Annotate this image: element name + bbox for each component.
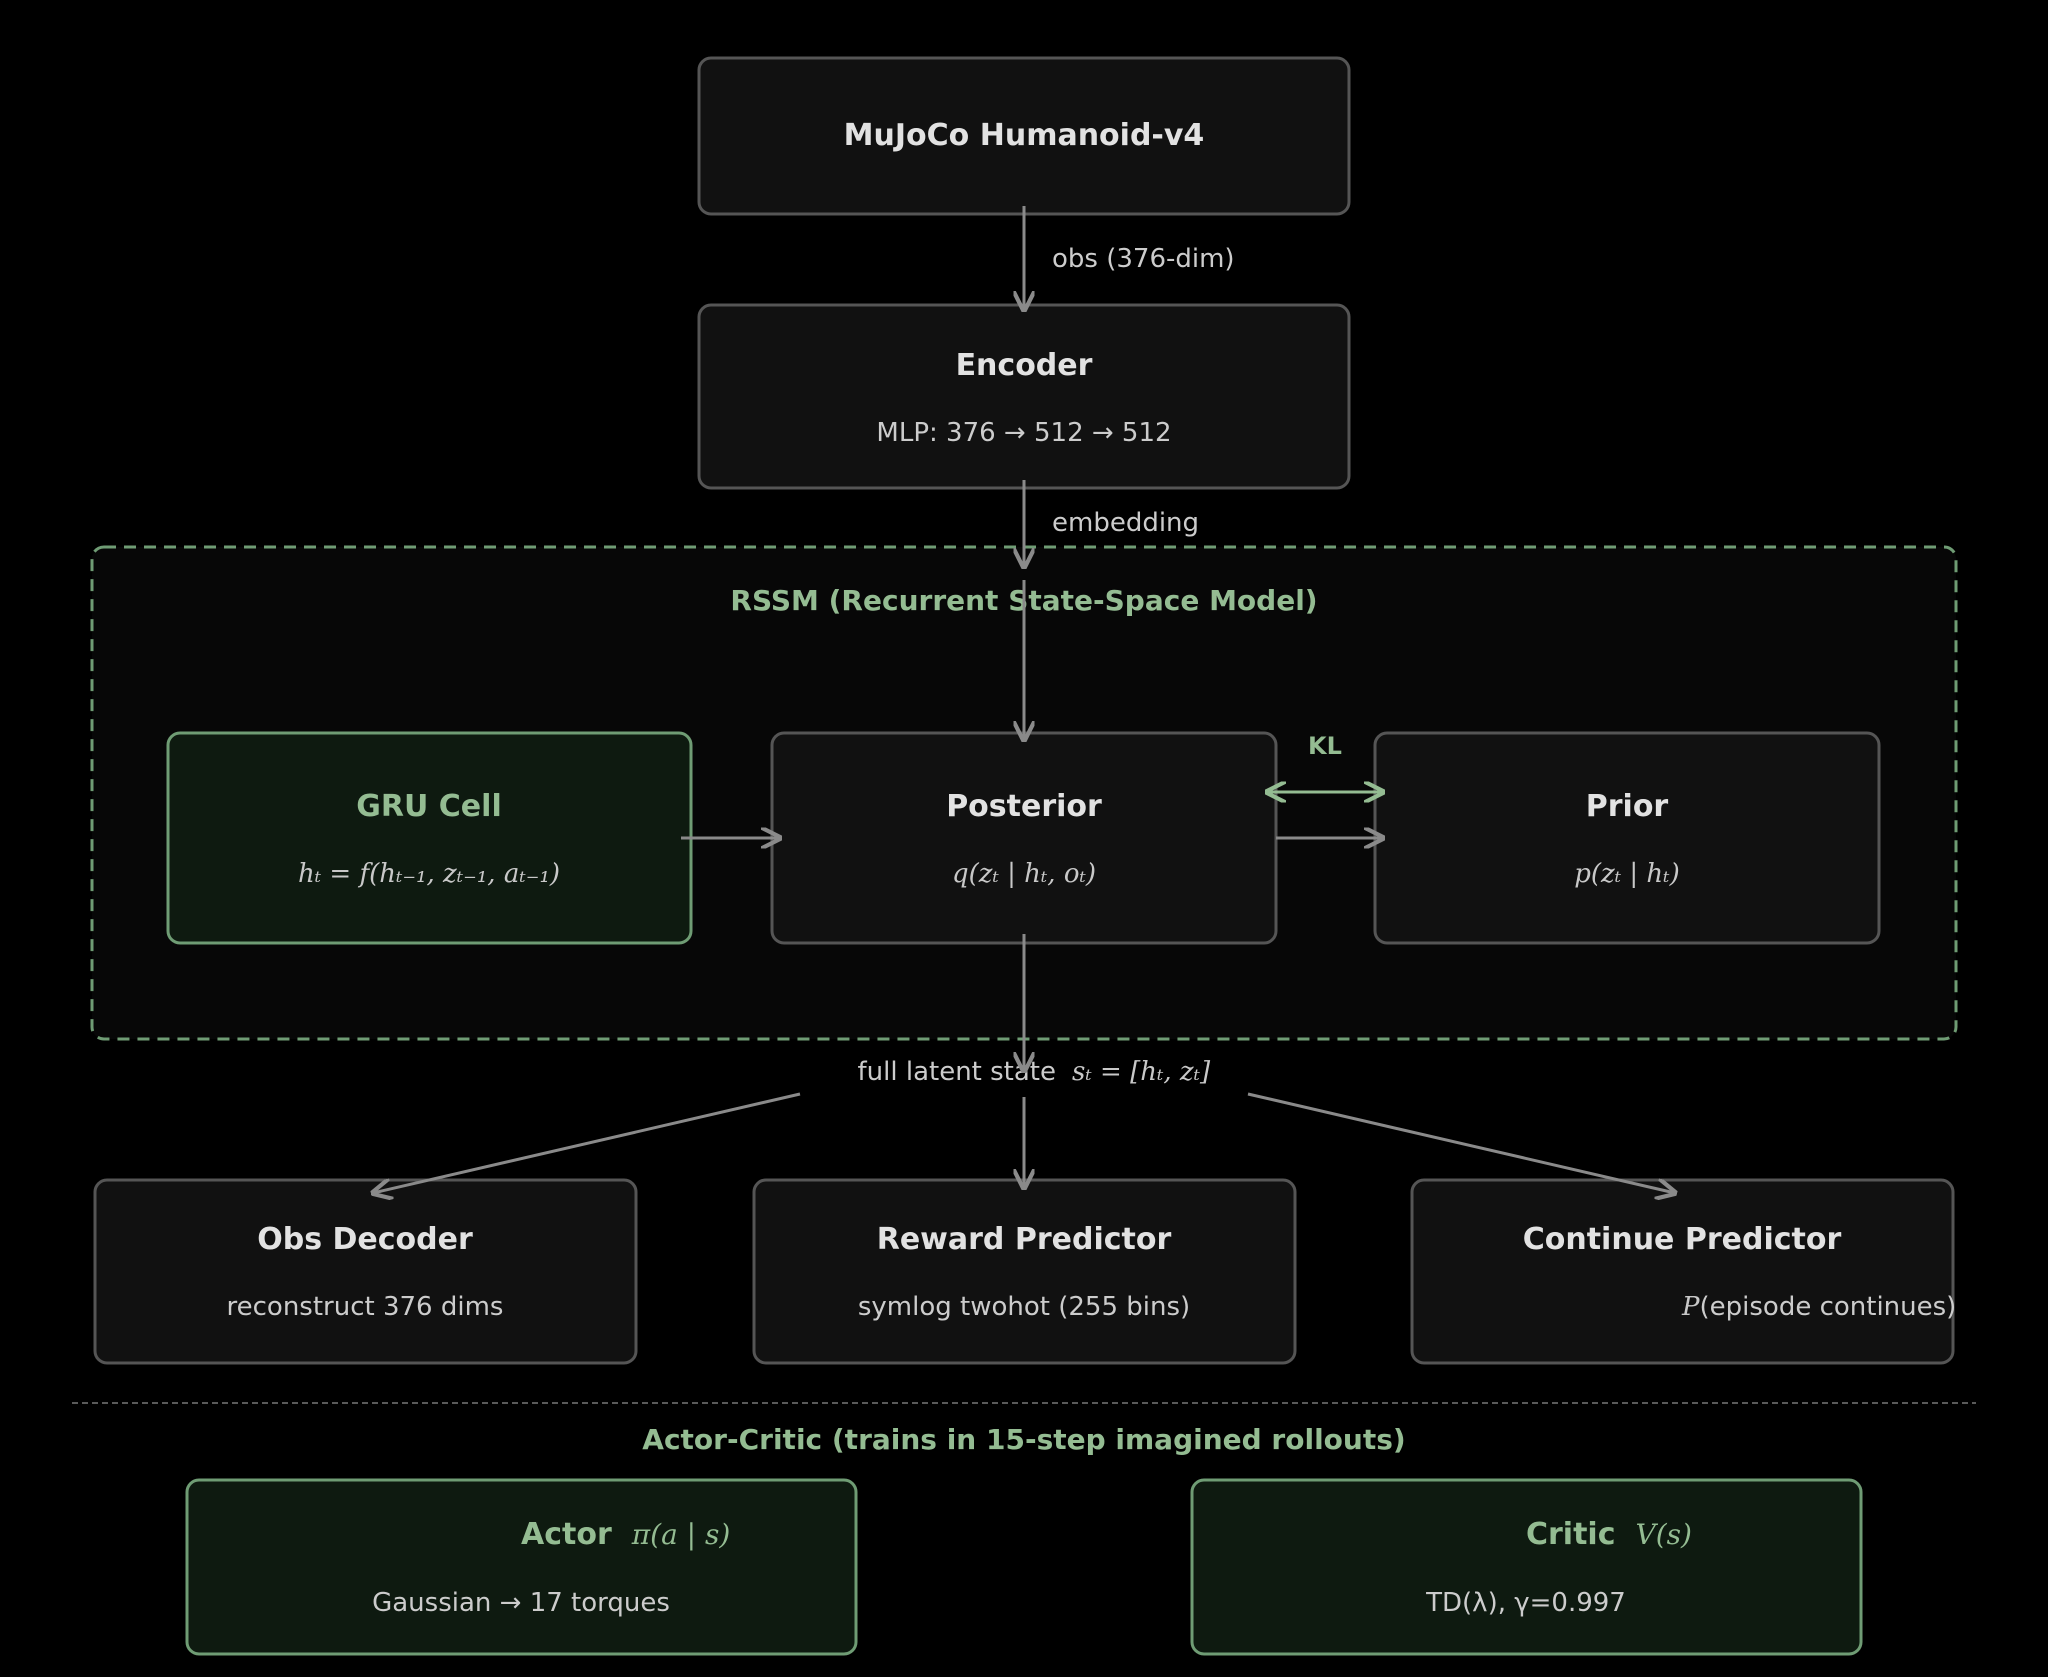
encoder-node: Encoder MLP: 376 → 512 → 512: [697, 303, 1351, 490]
embedding-edge-label: embedding: [1052, 508, 1199, 538]
gru-title: GRU Cell: [356, 789, 501, 824]
posterior-node: Posterior q(zₜ | hₜ, oₜ): [770, 731, 1278, 945]
arrow-latent-to-obs-decoder: [373, 1092, 801, 1193]
continue-predictor-text: (episode continues): [1700, 1292, 1957, 1322]
encoder-detail: MLP: 376 → 512 → 512: [876, 418, 1171, 448]
critic-node: Critic V(s) TD(λ), γ=0.997: [1190, 1478, 1863, 1656]
reward-predictor-detail: symlog twohot (255 bins): [858, 1292, 1190, 1322]
continue-predictor-title: Continue Predictor: [1523, 1222, 1842, 1257]
reward-predictor-node: Reward Predictor symlog twohot (255 bins…: [752, 1178, 1297, 1365]
gru-node: GRU Cell hₜ = f(hₜ₋₁, zₜ₋₁, aₜ₋₁): [166, 731, 693, 945]
obs-decoder-node: Obs Decoder reconstruct 376 dims: [93, 1178, 638, 1365]
reward-predictor-title: Reward Predictor: [877, 1222, 1172, 1257]
obs-decoder-detail: reconstruct 376 dims: [227, 1292, 504, 1322]
prior-box: [1373, 731, 1881, 945]
actor-heading: Actor π(a | s): [521, 1517, 730, 1552]
gru-box: [166, 731, 693, 945]
posterior-box: [770, 731, 1278, 945]
prior-formula: p(zₜ | hₜ): [1574, 859, 1680, 889]
encoder-title: Encoder: [956, 348, 1093, 383]
continue-predictor-symbol: P: [1681, 1292, 1700, 1322]
actor-title: Actor: [521, 1517, 612, 1552]
actor-critic-title: Actor-Critic (trains in 15-step imagined…: [642, 1423, 1405, 1456]
obs-decoder-box: [93, 1178, 638, 1365]
env-title: MuJoCo Humanoid-v4: [844, 118, 1205, 153]
obs-edge-label: obs (376-dim): [1052, 244, 1235, 274]
prior-node: Prior p(zₜ | hₜ): [1373, 731, 1881, 945]
arrow-latent-to-continue: [1247, 1092, 1675, 1193]
env-node: MuJoCo Humanoid-v4: [697, 56, 1351, 216]
continue-predictor-detail: P(episode continues): [1681, 1292, 1956, 1322]
actor-detail: Gaussian → 17 torques: [372, 1588, 670, 1618]
gru-formula: hₜ = f(hₜ₋₁, zₜ₋₁, aₜ₋₁): [298, 859, 560, 889]
actor-box: [185, 1478, 858, 1656]
posterior-formula: q(zₜ | hₜ, oₜ): [952, 859, 1096, 889]
continue-predictor-box: [1410, 1178, 1955, 1365]
critic-heading: Critic V(s): [1526, 1517, 1692, 1552]
posterior-title: Posterior: [946, 789, 1102, 824]
latent-state-label: full latent state sₜ = [hₜ, zₜ]: [858, 1057, 1212, 1087]
prior-title: Prior: [1586, 789, 1669, 824]
reward-predictor-box: [752, 1178, 1297, 1365]
critic-box: [1190, 1478, 1863, 1656]
continue-predictor-node: Continue Predictor P(episode continues): [1410, 1178, 1956, 1365]
critic-detail: TD(λ), γ=0.997: [1425, 1588, 1626, 1618]
obs-decoder-title: Obs Decoder: [257, 1222, 473, 1257]
kl-label: KL: [1308, 732, 1342, 760]
critic-formula: V(s): [1636, 1518, 1692, 1551]
actor-formula: π(a | s): [631, 1518, 731, 1551]
actor-node: Actor π(a | s) Gaussian → 17 torques: [185, 1478, 858, 1656]
latent-label: full latent state: [858, 1057, 1057, 1087]
encoder-box: [697, 303, 1351, 490]
latent-formula: sₜ = [hₜ, zₜ]: [1072, 1057, 1211, 1087]
critic-title: Critic: [1526, 1517, 1616, 1552]
